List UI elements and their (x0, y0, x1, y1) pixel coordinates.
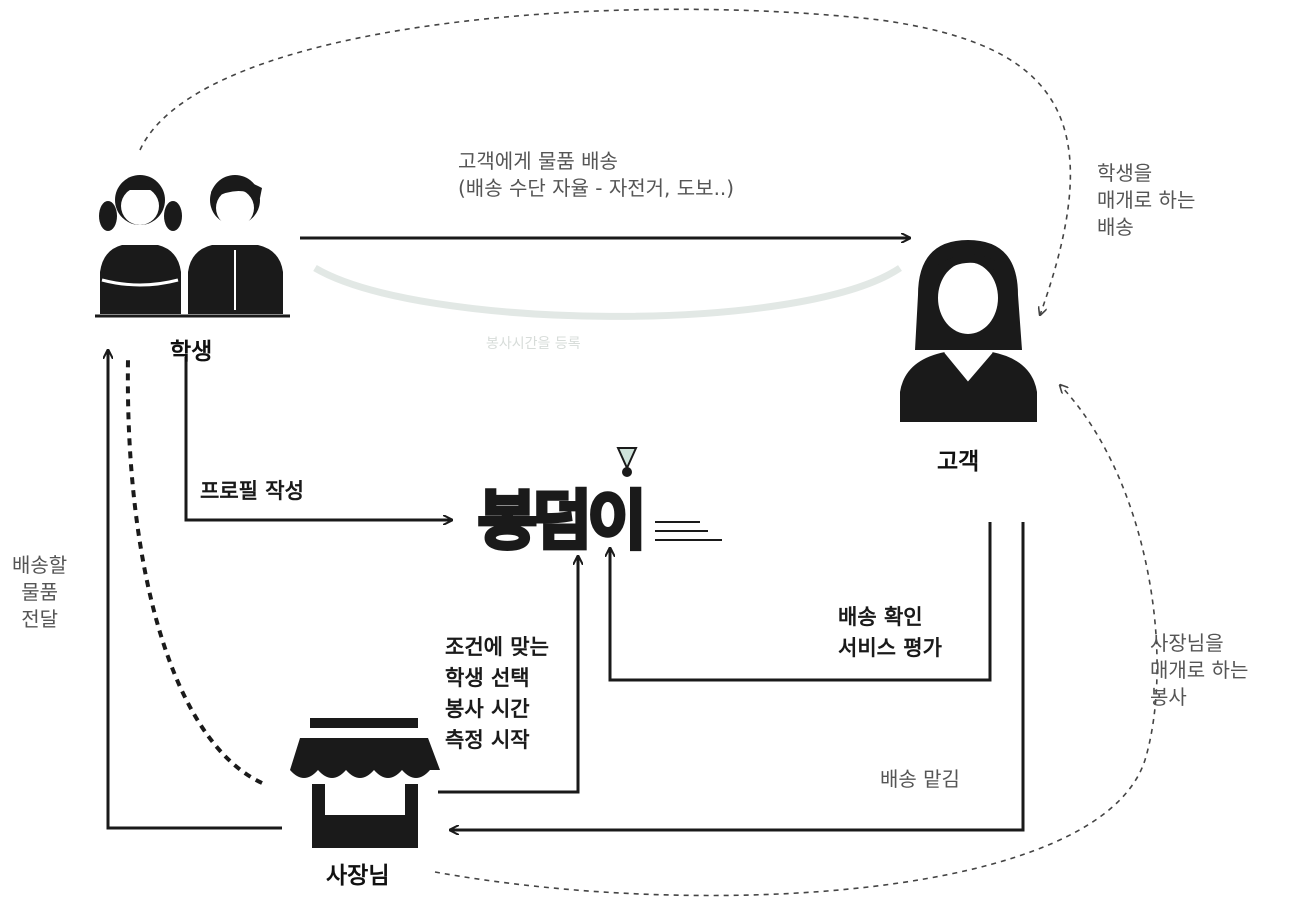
edge-label-customer-confirms: 배송 확인 서비스 평가 (838, 605, 942, 660)
bottom-dashed-loop (434, 385, 1158, 897)
students-icon (95, 175, 290, 318)
arrow-customer-to-owner (450, 522, 1025, 830)
edge-label-student-mediated: 학생을 매개로 하는 배송 (1097, 161, 1196, 239)
faded-arc (313, 264, 902, 320)
student-label: 학생 (170, 339, 213, 365)
shop-icon (290, 718, 440, 848)
edge-label-profile: 프로필 작성 (200, 479, 304, 503)
arrow-student-to-platform (184, 357, 452, 520)
edge-label-customer-to-owner: 배송 맡김 (880, 767, 960, 791)
logo-badminton-icon (616, 447, 638, 477)
dashed-owner-to-student (125, 359, 263, 785)
customer-icon (900, 240, 1037, 422)
edge-label-owner-mediated: 사장님을 매개로 하는 봉사 (1150, 631, 1249, 709)
edge-label-owner-selects: 조건에 맞는 학생 선택 봉사 시간 측정 시작 (445, 635, 549, 752)
arrow-customer-to-platform (610, 522, 992, 682)
edge-label-owner-to-student: 배송할 물품 전달 (12, 553, 68, 631)
edge-label-student-to-customer: 고객에게 물품 배송 (배송 수단 자율 - 자전거, 도보..) (458, 149, 735, 200)
faded-caption: 봉사시간을 등록 (486, 336, 581, 352)
platform-logo: 봉덤이 (476, 483, 649, 561)
arrow-owner-to-platform (438, 556, 578, 794)
customer-label: 고객 (937, 449, 980, 475)
owner-label: 사장님 (326, 863, 390, 889)
logo-speed-lines (655, 521, 722, 541)
arrow-owner-to-student (108, 350, 282, 830)
